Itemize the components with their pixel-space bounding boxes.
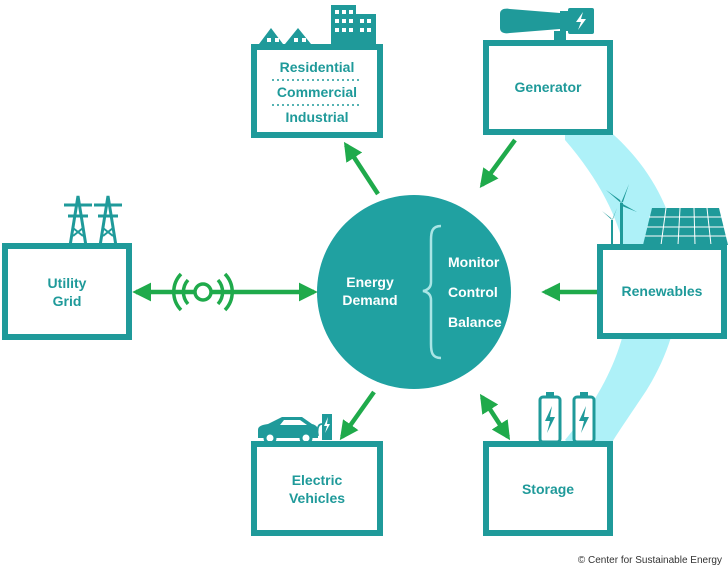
- signal-meter-icon: [172, 272, 234, 312]
- utility-grid-node: Utility Grid: [2, 195, 132, 340]
- battery-icon: [538, 392, 596, 444]
- center-function-control: Control: [448, 284, 498, 300]
- generator-turbine-icon: [500, 8, 594, 43]
- renewables-box: [597, 244, 727, 339]
- center-title-line2: Demand: [342, 292, 397, 308]
- wind-solar-icon: [602, 184, 728, 247]
- electric-vehicles-label-line1: Electric: [292, 472, 343, 488]
- utility-grid-label-line2: Grid: [53, 293, 82, 309]
- consumers-node: Residential Commercial Industrial: [251, 5, 383, 138]
- renewables-storage-arc: [565, 100, 680, 468]
- generator-box: [483, 40, 613, 135]
- energy-demand-circle: [317, 195, 511, 389]
- utility-grid-box: [2, 243, 132, 340]
- electric-vehicles-node: Electric Vehicles: [251, 414, 383, 536]
- electric-vehicles-label-line2: Vehicles: [289, 490, 345, 506]
- generator-node: Generator: [483, 8, 613, 135]
- storage-label: Storage: [522, 481, 574, 497]
- arrow-to-consumers: [343, 141, 380, 196]
- center-brace: [422, 224, 442, 360]
- arrow-from-generator: [479, 138, 517, 189]
- ev-charging-icon: [258, 414, 332, 445]
- storage-box: [483, 441, 613, 536]
- consumers-industrial-label: Industrial: [285, 109, 348, 125]
- renewables-node: Renewables: [597, 184, 728, 339]
- generator-label: Generator: [515, 79, 582, 95]
- electric-vehicles-box: [251, 441, 383, 536]
- arrow-to-electric-vehicles: [339, 390, 376, 441]
- storage-node: Storage: [483, 392, 613, 536]
- transmission-tower-icon: [64, 195, 122, 247]
- arrow-storage-bidirectional: [479, 393, 511, 441]
- consumers-box: [251, 44, 383, 138]
- consumers-commercial-label: Commercial: [277, 84, 357, 100]
- center-function-balance: Balance: [448, 314, 502, 330]
- copyright-notice: © Center for Sustainable Energy: [577, 555, 722, 566]
- renewables-label: Renewables: [622, 283, 703, 299]
- utility-grid-label-line1: Utility: [48, 275, 87, 291]
- center-title-line1: Energy: [346, 274, 394, 290]
- buildings-icon: [259, 5, 376, 49]
- center-function-monitor: Monitor: [448, 254, 500, 270]
- consumers-residential-label: Residential: [280, 59, 355, 75]
